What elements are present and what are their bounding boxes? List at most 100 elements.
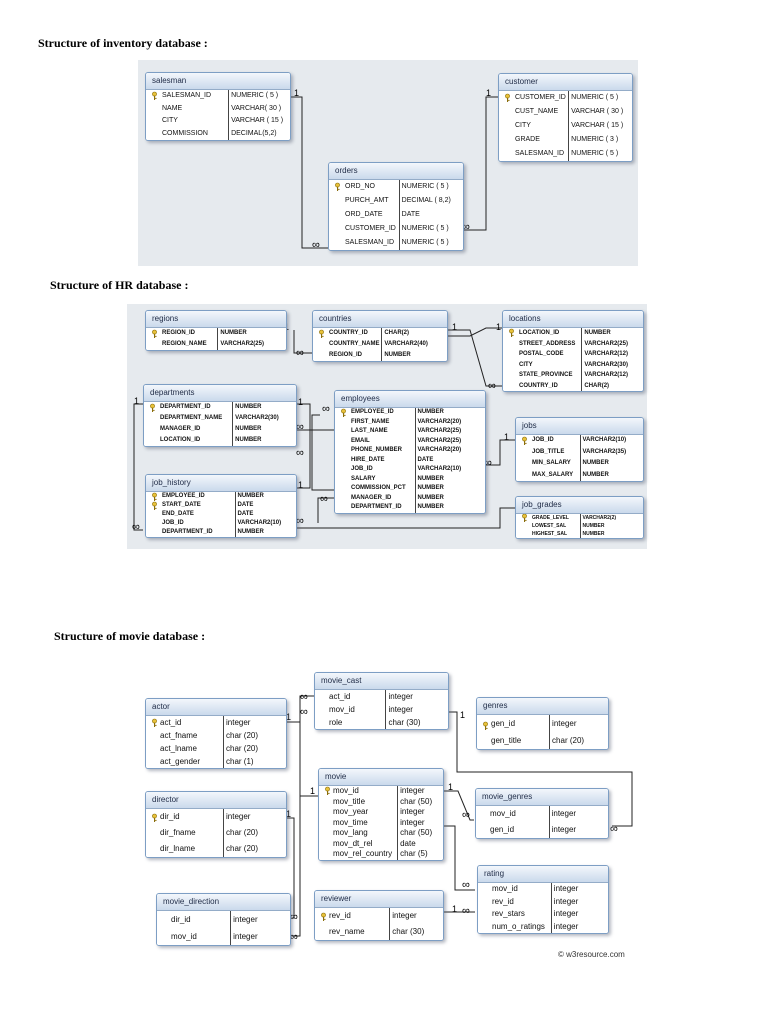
svg-text:∞: ∞ — [610, 823, 618, 835]
column-name: rev_name — [329, 927, 365, 936]
column-name: num_o_ratings — [492, 921, 545, 931]
column-type: DATE — [237, 511, 254, 517]
column-name: dir_fname — [160, 828, 196, 837]
column-type: DATE — [417, 456, 434, 463]
column-type: integer — [552, 719, 577, 728]
column-type: integer — [553, 884, 579, 893]
column-type: VARCHAR2(20) — [417, 447, 462, 453]
column-type: VARCHAR ( 15 ) — [571, 122, 624, 129]
column-name: MANAGER_ID — [160, 426, 201, 432]
column-type: VARCHAR2(40) — [384, 341, 428, 347]
movie-section-title: Structure of movie database : — [54, 629, 206, 643]
column-type: VARCHAR2(2) — [582, 515, 617, 521]
column-name: dir_id — [146, 809, 223, 825]
svg-text:1: 1 — [452, 904, 457, 914]
column-type: NUMBER — [584, 330, 611, 336]
column-name: PHONE_NUMBER — [351, 447, 403, 453]
column-name: act_id — [146, 716, 223, 729]
column-type: char (1) — [226, 757, 254, 766]
column-name: act_gender — [160, 757, 201, 766]
column-name: COUNTRY_ID — [519, 382, 558, 389]
svg-text:1: 1 — [504, 432, 509, 442]
column-name: mov_id — [329, 705, 355, 714]
column-name: COUNTRY_ID — [313, 328, 381, 339]
column-name: rev_id — [492, 896, 514, 906]
column-type: NUMERIC ( 3 ) — [571, 136, 619, 143]
column-name: SALESMAN_ID — [146, 90, 228, 103]
column-type: NUMBER — [235, 437, 262, 443]
svg-text:1: 1 — [310, 786, 315, 796]
column-name: ORD_DATE — [345, 211, 383, 218]
column-name: act_id — [329, 692, 351, 701]
column-type: NUMBER — [384, 352, 411, 358]
svg-text:1: 1 — [294, 88, 299, 98]
column-type: VARCHAR2(20) — [417, 418, 462, 425]
svg-text:∞: ∞ — [300, 691, 308, 703]
svg-text:∞: ∞ — [132, 521, 140, 533]
column-type: integer — [400, 817, 425, 827]
table-name: movie_cast — [315, 673, 448, 690]
primary-key-icon — [504, 93, 511, 103]
column-name: mov_lang — [333, 828, 368, 837]
column-name: CUST_NAME — [515, 108, 559, 115]
svg-text:∞: ∞ — [322, 403, 330, 415]
svg-text:∞: ∞ — [462, 221, 470, 233]
column-name: mov_dt_rel — [333, 838, 373, 848]
primary-key-icon — [151, 813, 158, 822]
column-name: START_DATE — [146, 501, 235, 510]
column-name: CUSTOMER_ID — [345, 225, 396, 232]
column-type: VARCHAR2(25) — [584, 340, 628, 347]
svg-text:1: 1 — [298, 480, 303, 490]
column-type: NUMBER — [417, 485, 444, 491]
table-name: director — [146, 792, 286, 809]
column-name: gen_title — [491, 736, 522, 745]
svg-text:1: 1 — [486, 88, 491, 98]
column-type: DATE — [237, 502, 254, 508]
column-type: integer — [553, 909, 579, 918]
column-type: NUMBER — [417, 504, 444, 510]
primary-key-icon — [324, 786, 331, 796]
table-name: movie_direction — [157, 894, 290, 911]
svg-text:∞: ∞ — [296, 347, 304, 359]
column-name: EMPLOYEE_ID — [335, 408, 415, 418]
column-type: NUMBER — [237, 493, 264, 499]
